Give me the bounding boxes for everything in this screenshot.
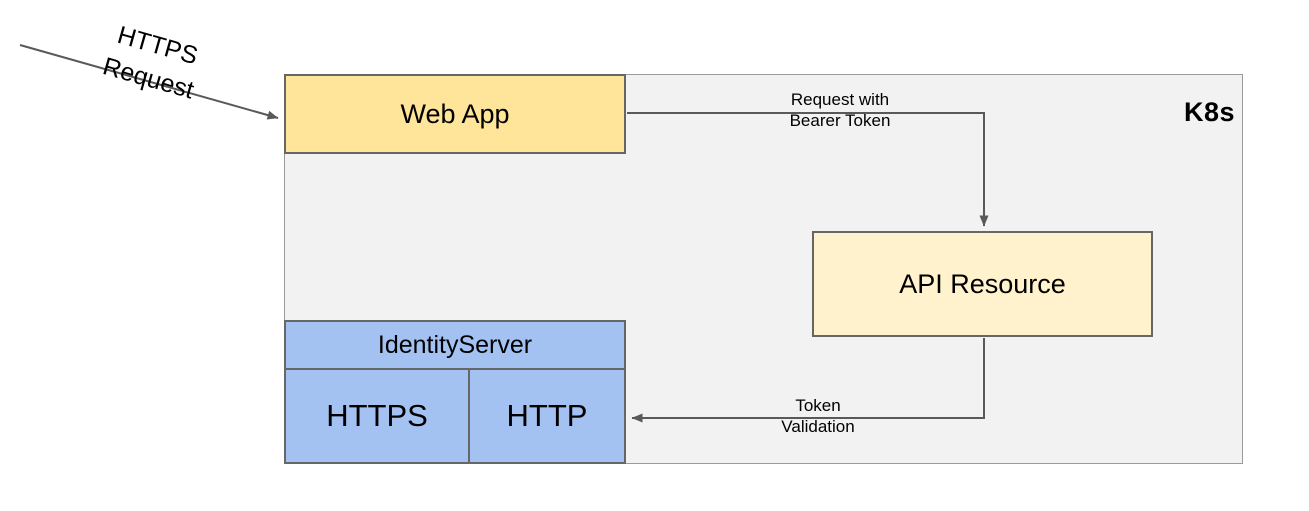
node-identity-server-http[interactable]: HTTP [470,370,624,462]
node-web-app[interactable]: Web App [284,74,626,154]
k8s-container-label: K8s [1183,97,1235,127]
node-api-resource[interactable]: API Resource [812,231,1153,337]
edge-label-bearer-request-line2: Bearer Token [789,111,891,130]
node-web-app-label: Web App [400,98,510,129]
node-identity-server-header: IdentityServer [286,322,624,370]
edge-label-external-request: HTTPS Request [72,9,235,115]
edge-label-bearer-request-line1: Request with [790,90,890,109]
edge-label-bearer-request: Request with Bearer Token [700,89,980,131]
node-identity-server-label: IdentityServer [377,330,533,359]
node-identity-server-https-label: HTTPS [326,398,428,433]
node-identity-server[interactable]: IdentityServer HTTPS HTTP [284,320,626,464]
edge-label-token-validation-line1: Token [795,396,841,415]
edge-label-token-validation: Token Validation [700,395,936,437]
node-api-resource-label: API Resource [899,268,1066,299]
edge-label-token-validation-line2: Validation [781,417,855,436]
node-identity-server-https[interactable]: HTTPS [286,370,470,462]
node-identity-server-http-label: HTTP [506,398,588,433]
